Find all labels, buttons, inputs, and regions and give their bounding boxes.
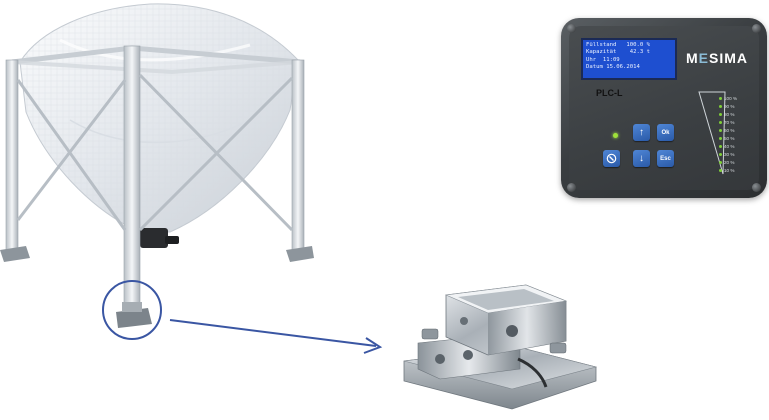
load-cell-mount (403, 284, 598, 410)
level-label: 40 % (724, 144, 735, 149)
level-indicator: 30 % (719, 152, 734, 157)
screw-icon (567, 183, 576, 192)
level-indicator: 10 % (719, 168, 734, 173)
silo-outlet (140, 228, 179, 248)
level-label: 70 % (724, 120, 735, 125)
level-led (719, 161, 722, 165)
level-wedge-icon (698, 91, 726, 175)
silo-frame (0, 45, 314, 328)
down-button[interactable]: ↓ (633, 150, 650, 167)
lcd-line: Kapazität 42.3 t (586, 49, 650, 56)
service-button[interactable] (603, 150, 620, 167)
up-button[interactable]: ↑ (633, 124, 650, 141)
model-label: PLC-L (596, 88, 623, 98)
level-label: 10 % (724, 168, 735, 173)
level-label: 80 % (724, 112, 735, 117)
level-led (719, 129, 722, 133)
level-indicator: 60 % (719, 128, 734, 133)
level-label: 30 % (724, 152, 735, 157)
level-led (719, 105, 722, 109)
level-led (719, 97, 722, 101)
level-led (719, 121, 722, 125)
level-indicator: 100 % (719, 96, 737, 101)
esc-button[interactable]: Esc (657, 150, 674, 167)
level-led (719, 113, 722, 117)
level-indicator: 20 % (719, 160, 734, 165)
status-led (613, 133, 618, 138)
level-indicator: 40 % (719, 144, 734, 149)
lcd-line: Datum 15.06.2014 (586, 64, 640, 71)
silo-bag (19, 3, 299, 233)
level-led (719, 145, 722, 149)
level-indicator: 70 % (719, 120, 734, 125)
level-indicator: 90 % (719, 104, 734, 109)
level-label: 20 % (724, 160, 735, 165)
level-indicator: 50 % (719, 136, 734, 141)
level-label: 60 % (724, 128, 735, 133)
wrench-icon (606, 153, 617, 164)
callout-arrow (169, 319, 383, 354)
brand-logo: MESIMA (686, 50, 749, 66)
level-indicator: 80 % (719, 112, 734, 117)
level-led (719, 137, 722, 141)
lcd-line: Füllstand 100.0 % (586, 42, 650, 48)
screw-icon (752, 183, 761, 192)
ok-button[interactable]: Ok (657, 124, 674, 141)
screw-icon (567, 24, 576, 33)
level-led (719, 169, 722, 173)
lcd-line: Uhr 11:09 (586, 56, 620, 63)
level-label: 50 % (724, 136, 735, 141)
level-label: 100 % (724, 96, 738, 101)
callout-circle (102, 280, 162, 340)
level-led (719, 153, 722, 157)
screw-icon (752, 24, 761, 33)
level-label: 90 % (724, 104, 735, 109)
